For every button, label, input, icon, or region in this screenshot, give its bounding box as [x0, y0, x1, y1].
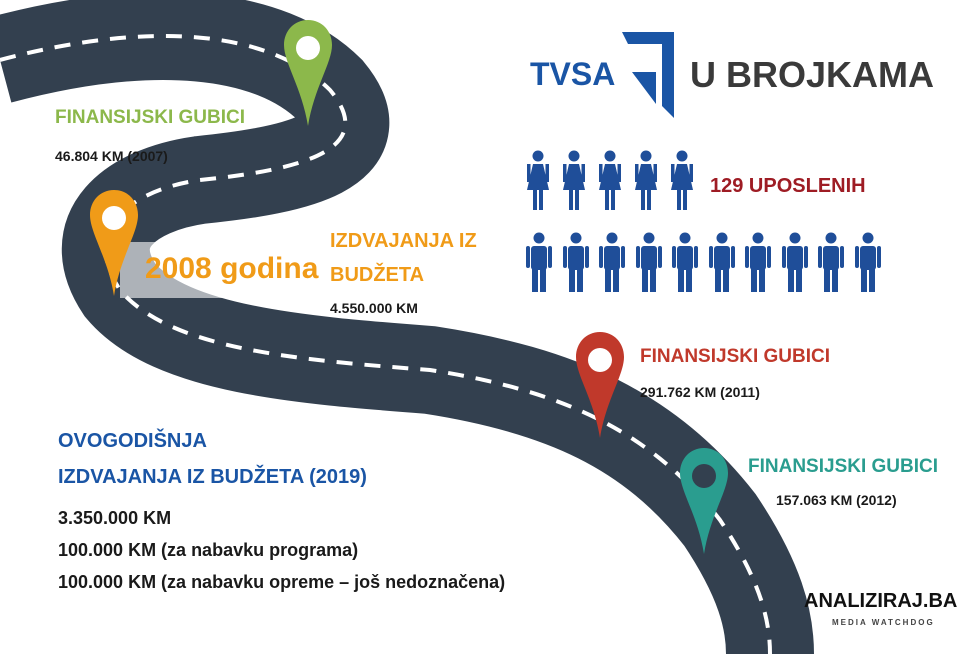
milestone-label: FINANSIJSKI GUBICI: [55, 107, 246, 128]
milestone-label: FINANSIJSKI GUBICI: [640, 346, 831, 367]
milestone-value: 46.804 KM (2007): [55, 148, 168, 164]
woman-icon: [671, 150, 693, 210]
man-icon: [672, 232, 698, 292]
milestone-value: 4.550.000 KM: [330, 300, 418, 316]
milestone-label: BUDŽETA: [330, 264, 425, 286]
woman-icon: [599, 150, 621, 210]
tvsa-logo-mark: [622, 32, 674, 118]
man-icon: [708, 232, 735, 292]
employee-count: 129 UPOSLENIH: [710, 175, 866, 197]
woman-icon: [527, 150, 549, 210]
budget-title: IZDVAJANJA IZ BUDŽETA (2019): [58, 466, 367, 488]
man-icon: [562, 232, 589, 292]
budget-title: OVOGODIŠNJA: [58, 430, 207, 452]
page-title: U BROJKAMA: [690, 54, 935, 95]
milestone-value: 157.063 KM (2012): [776, 492, 897, 508]
year-banner: 2008 godina: [145, 252, 319, 285]
budget-item: 100.000 KM (za nabavku programa): [58, 540, 359, 560]
man-icon: [745, 232, 771, 292]
map-pin-icon: [576, 332, 624, 438]
man-icon: [781, 232, 808, 292]
man-icon: [818, 232, 844, 292]
milestone-label: FINANSIJSKI GUBICI: [748, 456, 939, 477]
man-icon: [599, 232, 625, 292]
milestone-value: 291.762 KM (2011): [640, 384, 760, 400]
woman-icon: [635, 150, 657, 210]
brand-logo: ANALIZIRAJ.BA: [804, 590, 958, 612]
budget-item: 3.350.000 KM: [58, 508, 172, 528]
map-pin-icon: [284, 20, 332, 126]
year-banner-strip: [120, 242, 280, 298]
man-icon: [526, 232, 552, 292]
budget-item: 100.000 KM (za nabavku opreme – još nedo…: [58, 572, 506, 592]
woman-icon: [563, 150, 585, 210]
milestone-label: IZDVAJANJA IZ: [330, 230, 477, 252]
map-pin-icon: [90, 190, 138, 296]
map-pin-icon: [680, 448, 728, 554]
tvsa-logo-text: TVSA: [530, 56, 616, 92]
man-icon: [854, 232, 881, 292]
brand-tagline: MEDIA WATCHDOG: [832, 618, 935, 627]
man-icon: [635, 232, 662, 292]
